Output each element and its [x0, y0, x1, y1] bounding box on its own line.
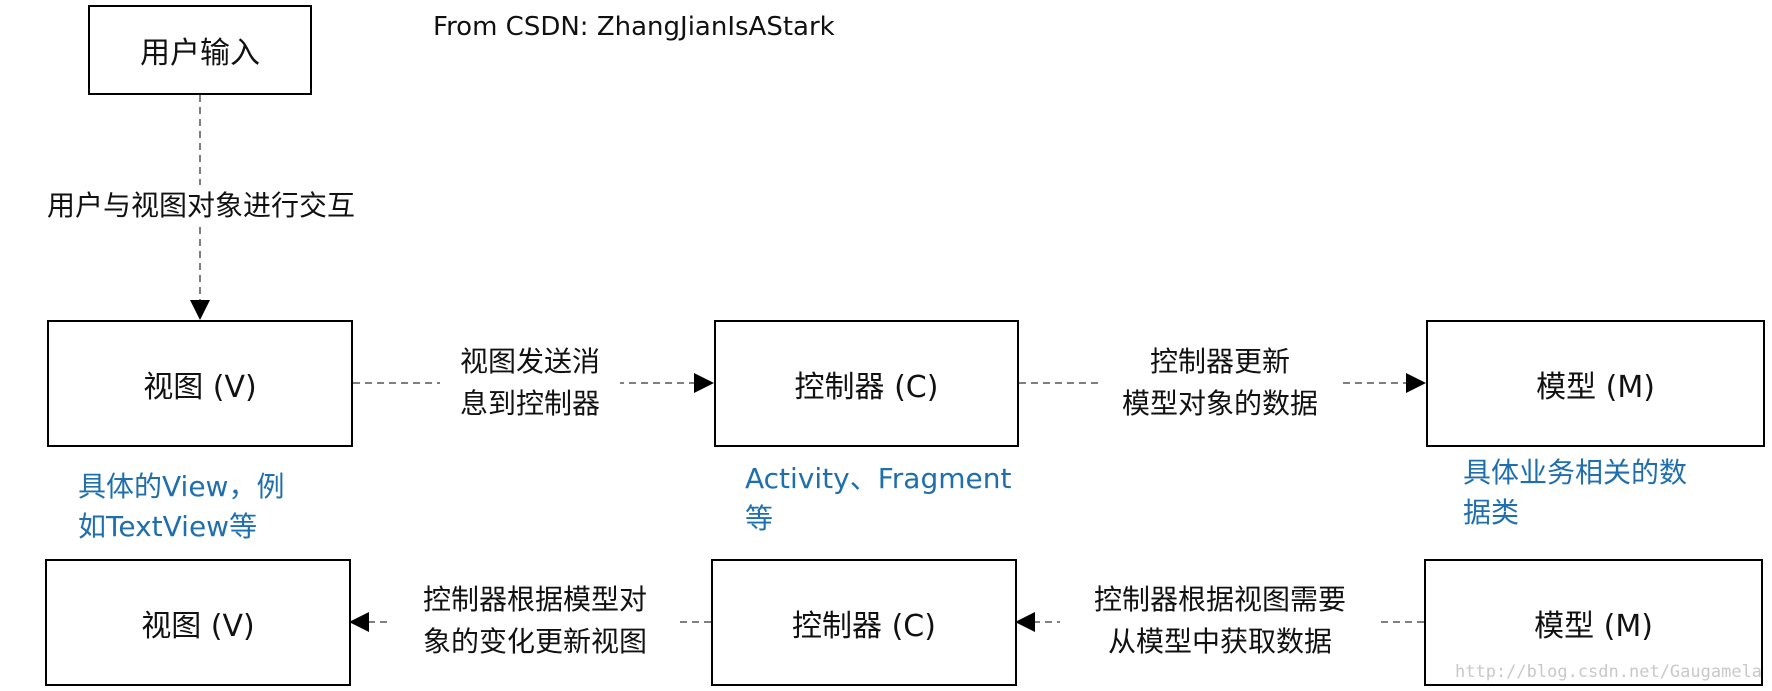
edge-label-line: 控制器根据视图需要 — [1093, 583, 1346, 616]
view-box-top: 视图 (V) — [47, 320, 353, 447]
edge-label-line: 控制器根据模型对 — [422, 583, 647, 616]
edge-label-line: 视图发送消 — [459, 345, 600, 378]
edge-label-line: 从模型中获取数据 — [1107, 625, 1332, 658]
note-line: 具体的View，例 — [78, 470, 285, 503]
note-line: 具体业务相关的数 — [1463, 456, 1688, 489]
note-model-examples: 具体业务相关的数 据类 — [1463, 453, 1687, 533]
note-line: 据类 — [1463, 496, 1520, 529]
source-note: From CSDN: ZhangJianIsAStark — [433, 12, 835, 42]
note-controller-examples: Activity、Fragment 等 — [745, 459, 1011, 539]
controller-box-top-label: 控制器 (C) — [794, 369, 939, 405]
user-input-box: 用户输入 — [88, 5, 312, 95]
edge-label-controller-to-model: 控制器更新 模型对象的数据 — [1100, 341, 1340, 425]
edge-label-model-to-controller: 控制器根据视图需要 从模型中获取数据 — [1060, 579, 1380, 663]
view-box-bottom-label: 视图 (V) — [141, 608, 255, 644]
edge-label-user-to-view: 用户与视图对象进行交互 — [18, 185, 384, 227]
edge-label-line: 息到控制器 — [459, 387, 600, 420]
user-input-label: 用户输入 — [140, 36, 260, 71]
edge-label-view-to-controller: 视图发送消 息到控制器 — [440, 341, 620, 425]
edge-label-controller-to-view: 控制器根据模型对 象的变化更新视图 — [392, 579, 678, 663]
edge-label-line: 控制器更新 — [1149, 345, 1290, 378]
edge-label-line: 象的变化更新视图 — [422, 625, 647, 658]
model-box-top: 模型 (M) — [1426, 320, 1765, 447]
note-line: 如TextView等 — [78, 510, 258, 543]
controller-box-bottom-label: 控制器 (C) — [792, 608, 936, 644]
controller-box-bottom: 控制器 (C) — [711, 559, 1017, 686]
model-box-top-label: 模型 (M) — [1536, 369, 1655, 405]
watermark-text: http://blog.csdn.net/Gaugamela — [1455, 662, 1763, 682]
model-box-bottom: 模型 (M) — [1424, 559, 1763, 686]
edge-label-line: 模型对象的数据 — [1121, 387, 1318, 420]
view-box-bottom: 视图 (V) — [45, 559, 351, 686]
view-box-top-label: 视图 (V) — [143, 369, 257, 405]
note-line: Activity、Fragment — [745, 462, 1012, 495]
controller-box-top: 控制器 (C) — [714, 320, 1019, 447]
note-view-examples: 具体的View，例 如TextView等 — [78, 467, 284, 547]
model-box-bottom-label: 模型 (M) — [1534, 608, 1653, 644]
note-line: 等 — [745, 502, 774, 535]
